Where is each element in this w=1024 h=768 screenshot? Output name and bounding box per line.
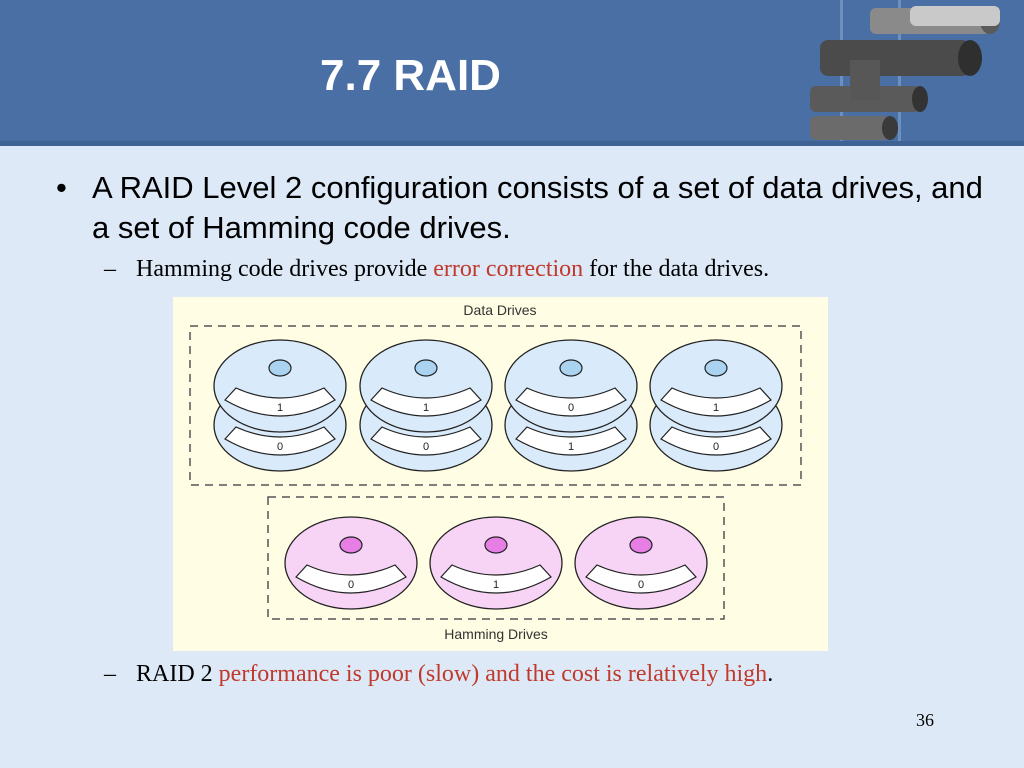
bit-label: 0 [277,441,283,453]
hamming-drives-label: Hamming Drives [444,626,547,642]
spindle-icon [559,359,583,377]
data-drive: 10 [504,339,638,472]
sub1-highlight: error correction [433,256,584,282]
dash-marker: – [104,661,116,687]
spindle-icon [704,359,728,377]
sub1-text-before: Hamming code drives provide [136,256,434,282]
data-drive: 01 [213,339,347,472]
bit-label: 0 [568,402,574,414]
spindle-icon [414,359,438,377]
hamming-platter: 0 [574,516,708,610]
bullet-marker: • [56,170,67,205]
data-drives-group-border [189,325,802,486]
bullet-text: A RAID Level 2 configuration consists of… [92,170,983,245]
bit-label: 1 [568,441,574,453]
title-bar: 7.7 RAID [0,0,1024,146]
dash-marker: – [104,256,116,282]
upper-platter: 1 [359,339,493,433]
pipes-decoration-image [780,0,1024,146]
page-number: 36 [916,710,934,730]
spindle-icon [268,359,292,377]
sub2-text-after: . [767,661,774,687]
bit-label: 0 [713,441,719,453]
bit-label: 0 [423,441,429,453]
hamming-platter: 1 [429,516,563,610]
upper-platter: 0 [504,339,638,433]
upper-platter: 1 [213,339,347,433]
bit-label: 1 [277,402,283,414]
hamming-drive: 1 [429,516,563,610]
bit-label: 1 [493,579,499,591]
bit-label: 0 [348,579,354,591]
bit-label: 0 [638,579,644,591]
spindle-icon [484,536,508,554]
hamming-drive: 0 [284,516,418,610]
bit-label: 1 [713,402,719,414]
hamming-platter: 0 [284,516,418,610]
spindle-icon [339,536,363,554]
hamming-drive: 0 [574,516,708,610]
sub2-highlight: performance is poor (slow) and the cost … [218,661,768,687]
data-drives-label: Data Drives [463,302,536,318]
sub1-text-after: for the data drives. [583,256,770,282]
sub2-text-before: RAID 2 [136,661,219,687]
spindle-icon [629,536,653,554]
hamming-drives-group-border [267,496,725,620]
data-drive: 01 [649,339,783,472]
header-stripe [0,141,1024,146]
data-drive: 01 [359,339,493,472]
upper-platter: 1 [649,339,783,433]
slide-title: 7.7 RAID [320,51,501,100]
hamming-drives-group: 0 1 0 [284,516,708,610]
bit-label: 1 [423,402,429,414]
